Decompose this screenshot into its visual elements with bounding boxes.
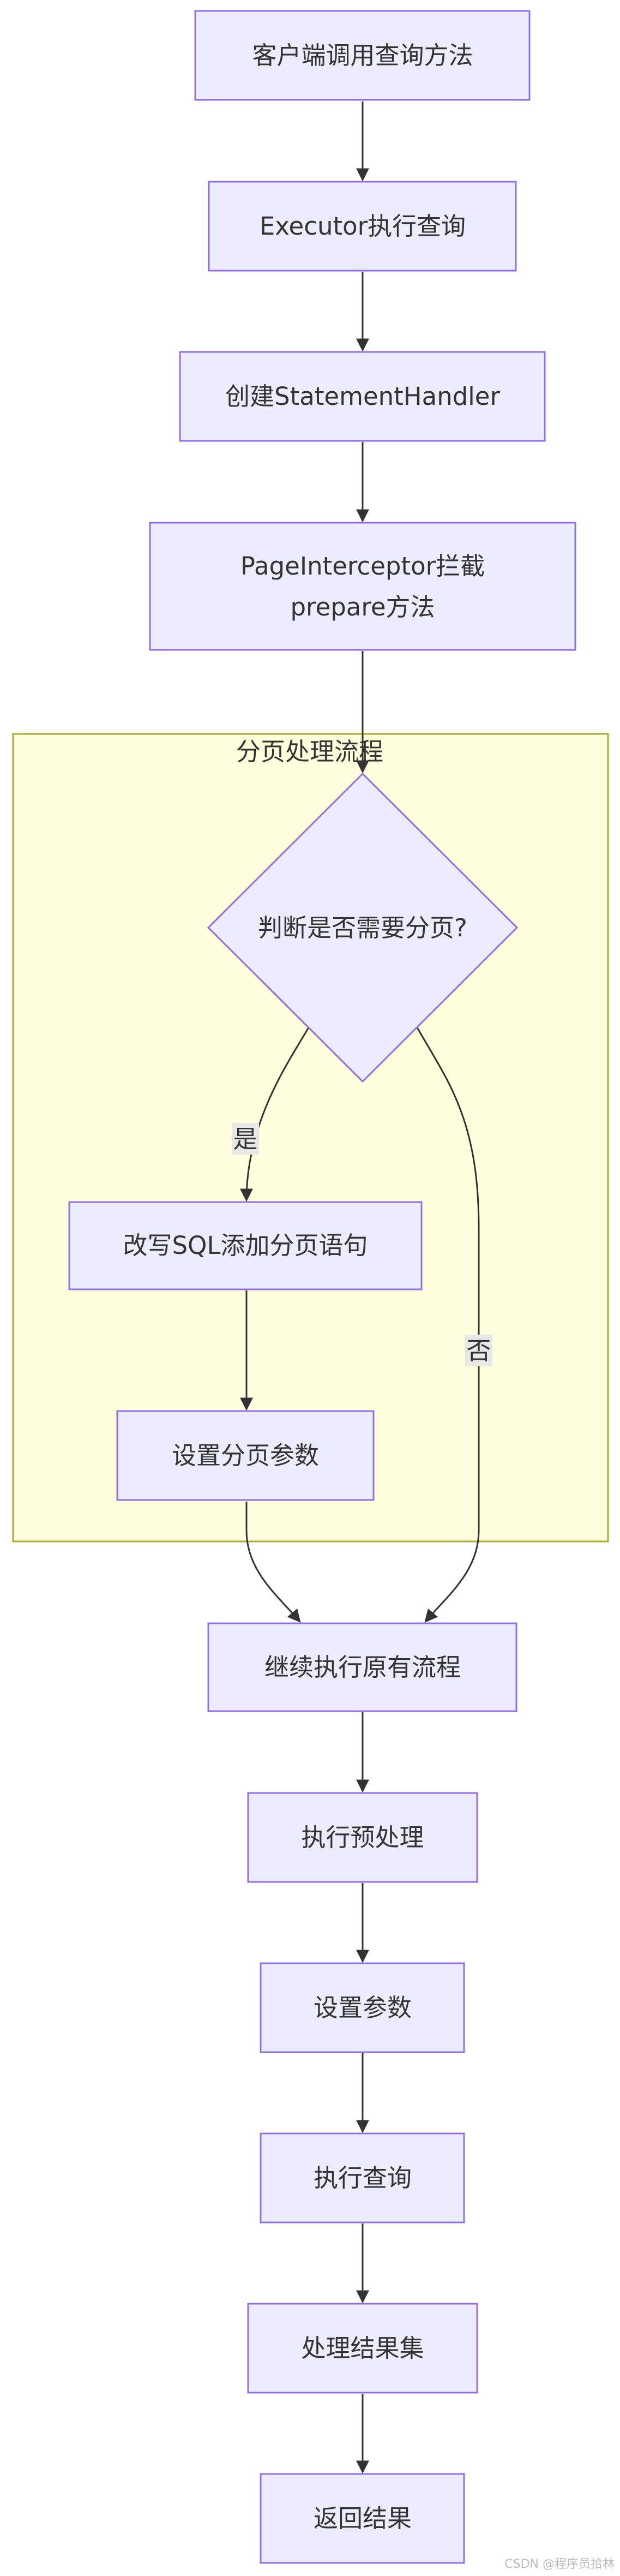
node-box [116, 1410, 375, 1501]
edge-label-yes-group: 是 [232, 1123, 259, 1155]
edge-label-no-group: 否 [465, 1335, 492, 1366]
edge-label-no-background [465, 1335, 492, 1366]
node-label: 执行预处理 [301, 1823, 424, 1852]
node-box [149, 522, 576, 651]
edge-label-yes-background [232, 1123, 259, 1155]
watermark-text: CSDN @程序员拾林 [504, 2557, 615, 2571]
node-label: 继续执行原有流程 [264, 1653, 461, 1682]
node-label: 设置参数 [314, 1993, 412, 2022]
edge-decision-no-to-continue [416, 1027, 480, 1623]
edges [240, 101, 480, 2474]
decision-diamond [207, 772, 519, 1083]
edge-decision-yes-to-rewrite [240, 1027, 310, 1202]
node-executor-query: Executor执行查询 [208, 181, 517, 272]
cluster-title: 分页处理流程 [236, 737, 383, 766]
node-box [194, 10, 531, 101]
node-label: 判断是否需要分页? [258, 913, 467, 942]
node-label: 执行查询 [314, 2163, 412, 2192]
node-box [208, 181, 517, 272]
node-label: Executor执行查询 [260, 212, 466, 241]
node-label-line1: PageInterceptor拦截 [240, 552, 485, 581]
edge-label-no: 否 [466, 1336, 491, 1365]
node-client-call: 客户端调用查询方法 [194, 10, 531, 101]
node-label: 改写SQL添加分页语句 [123, 1231, 368, 1260]
node-prepare: 执行预处理 [247, 1792, 478, 1883]
node-label: 返回结果 [314, 2504, 412, 2533]
node-return-results: 返回结果 [260, 2473, 465, 2564]
node-box [247, 1792, 478, 1883]
node-page-interceptor: PageInterceptor拦截 prepare方法 [149, 522, 576, 651]
node-box [207, 1622, 517, 1712]
node-label: 创建StatementHandler [225, 382, 500, 411]
node-box [260, 2473, 465, 2564]
node-create-statement-handler: 创建StatementHandler [179, 351, 546, 442]
node-box [179, 351, 546, 442]
node-box [260, 1962, 465, 2053]
node-execute-query: 执行查询 [260, 2132, 465, 2224]
node-label: 客户端调用查询方法 [252, 41, 473, 70]
node-box [68, 1201, 423, 1290]
node-label-line2: prepare方法 [290, 593, 435, 621]
node-rewrite-sql: 改写SQL添加分页语句 [68, 1201, 423, 1290]
node-label: 处理结果集 [301, 2334, 424, 2363]
node-need-paging-decision: 判断是否需要分页? [207, 772, 519, 1083]
node-box [247, 2303, 478, 2394]
node-label: 设置分页参数 [172, 1441, 319, 1470]
edge-set-page-params-to-continue [245, 1502, 301, 1623]
edge-label-yes: 是 [233, 1125, 257, 1153]
node-set-page-params: 设置分页参数 [116, 1410, 375, 1501]
node-continue-flow: 继续执行原有流程 [207, 1622, 517, 1712]
node-box [260, 2132, 465, 2224]
node-handle-results: 处理结果集 [247, 2303, 478, 2394]
node-set-params: 设置参数 [260, 1962, 465, 2053]
